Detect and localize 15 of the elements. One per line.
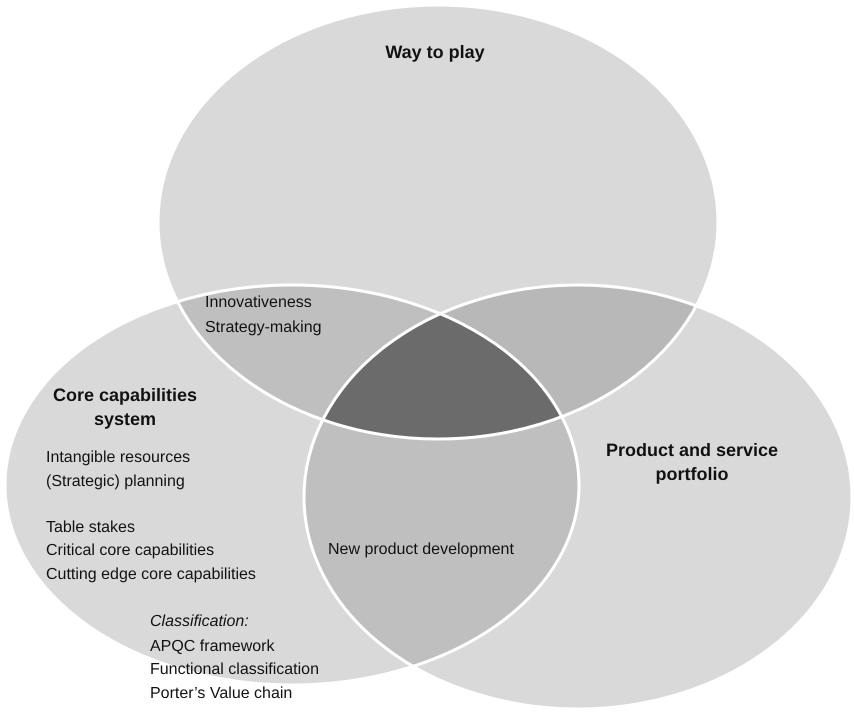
list-item: Porter’s Value chain [150, 684, 292, 703]
list-item: Critical core capabilities [46, 541, 214, 560]
list-item: Table stakes [46, 518, 135, 537]
list-heading: Classification: [150, 612, 249, 631]
circle-title: Core capabilities system [52, 384, 198, 431]
list-item: APQC framework [150, 637, 274, 656]
region-label: Strategy-making [205, 318, 322, 337]
region-label: Innovativeness [205, 293, 312, 312]
region-label: New product development [328, 540, 514, 559]
circle-title: Product and service portfolio [604, 439, 780, 486]
list-item: Intangible resources [46, 448, 190, 467]
circle-title: Way to play [384, 41, 486, 64]
list-item: Cutting edge core capabilities [46, 565, 256, 584]
list-item: (Strategic) planning [46, 472, 185, 491]
list-item: Functional classification [150, 660, 319, 679]
